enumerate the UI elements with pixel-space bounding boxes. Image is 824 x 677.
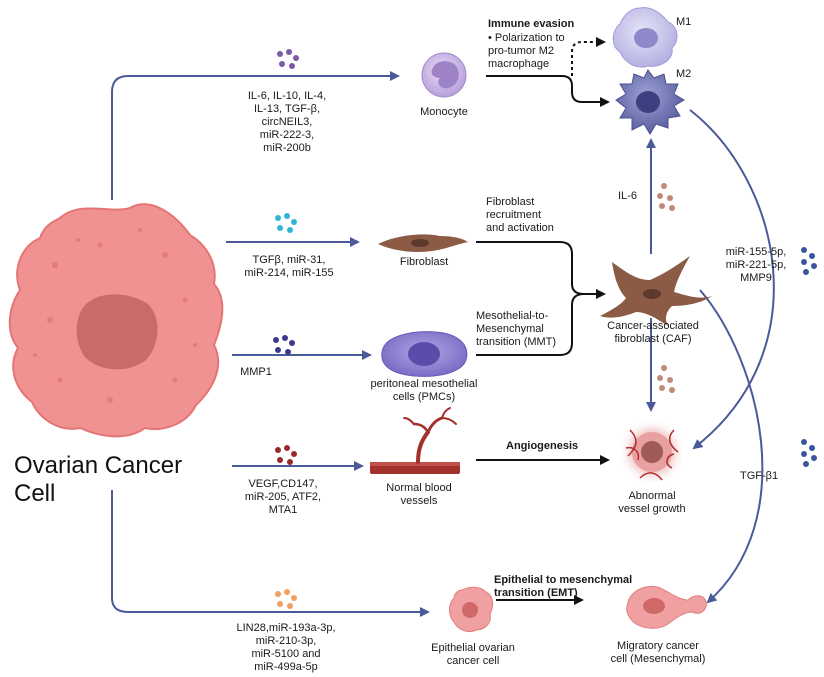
- caf-mirs-label: miR-155-5p, miR-221-5p, MMP9: [725, 246, 787, 284]
- epithelial-cell-label: Epithelial ovarian cancer cell: [431, 642, 515, 667]
- normal-blood-vessel: [370, 407, 460, 474]
- emt-label: Epithelial to mesenchymal transition (EM…: [494, 574, 633, 599]
- monocyte-label: Monocyte: [420, 106, 468, 118]
- angiogenesis-label: Angiogenesis: [506, 440, 579, 452]
- pmc-factors: MMP1: [240, 366, 272, 378]
- tgf-b1-label: TGF-β1: [740, 470, 779, 482]
- immune-evasion-title: Immune evasion: [488, 18, 575, 30]
- m1-macrophage: [612, 7, 678, 68]
- ovarian-cancer-cell-label: Ovarian Cancer Cell: [14, 452, 183, 507]
- caf-cell: [600, 256, 712, 326]
- normal-vessel-label: Normal blood vessels: [386, 482, 452, 507]
- abnormal-vessel-growth: [618, 418, 686, 486]
- migratory-cancer-cell: [626, 586, 707, 629]
- vessel-factors: VEGF,CD147, miR-205, ATF2, MTA1: [244, 478, 322, 516]
- m1-label: M1: [676, 16, 692, 28]
- monocyte-factors: IL-6, IL-10, IL-4, IL-13, TGF-β, circNEI…: [247, 90, 327, 154]
- m2-label: M2: [676, 68, 692, 80]
- fibroblast-label: Fibroblast: [399, 256, 449, 268]
- mmt-label: Mesothelial-to- Mesenchymal transition (…: [476, 310, 557, 348]
- arrow-caf-to-migratory-cell: [699, 289, 764, 604]
- dots-caf-tgf: [801, 439, 817, 467]
- il6-label: IL-6: [618, 190, 637, 202]
- dots-emt: [275, 589, 297, 609]
- m2-macrophage: [615, 69, 685, 135]
- arrow-fibroblast-to-caf: [476, 241, 606, 299]
- ovarian-cancer-cell: [8, 203, 224, 438]
- emt-factors: LIN28,miR-193a-3p, miR-210-3p, miR-5100 …: [236, 622, 336, 673]
- arrow-to-epithelial-cell: [111, 490, 430, 617]
- fibroblast-factors: TGFβ, miR-31, miR-214, miR-155: [244, 254, 334, 279]
- dots-caf-vessel: [657, 365, 675, 393]
- dots-caf-il6: [657, 183, 675, 211]
- arrow-pmc-to-caf: [476, 293, 585, 356]
- fibroblast-cell: [378, 234, 468, 252]
- arrow-monocyte-to-m1: [571, 37, 606, 76]
- arrow-to-monocyte: [111, 71, 400, 200]
- arrow-monocyte-to-m2: [486, 75, 610, 107]
- dots-vessels: [275, 445, 297, 465]
- dots-caf-mirs: [801, 247, 817, 275]
- dots-pmc: [273, 335, 295, 355]
- pmc-cell: [381, 331, 468, 377]
- epithelial-cancer-cell: [449, 586, 494, 633]
- immune-evasion-text: • Polarization to pro-tumor M2 macrophag…: [488, 32, 565, 70]
- dots-fibroblast: [275, 213, 297, 233]
- abnormal-vessel-label: Abnormal vessel growth: [618, 490, 686, 515]
- caf-label: Cancer-associated fibroblast (CAF): [607, 320, 699, 345]
- fibroblast-effect: Fibroblast recruitment and activation: [486, 196, 554, 234]
- migratory-cell-label: Migratory cancer cell (Mesenchymal): [610, 640, 706, 665]
- monocyte-cell: [421, 52, 467, 98]
- pmc-label: peritoneal mesothelial cells (PMCs): [370, 378, 478, 403]
- dots-monocyte: [277, 49, 299, 69]
- arrow-m2-to-vessel-growth: [689, 109, 775, 450]
